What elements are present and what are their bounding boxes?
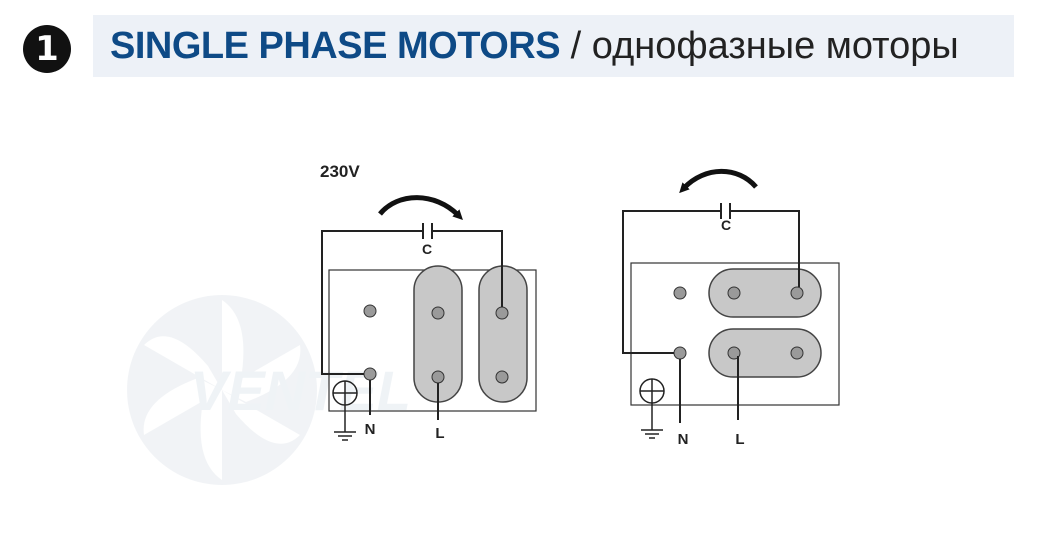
terminal-link-bridge [708,328,822,378]
ground-symbol-icon [332,380,358,441]
neutral-label: N [365,421,376,438]
ventel-watermark-logo: VENTEL [127,295,411,485]
title-separator: / [570,25,582,67]
wiring-diagram-left: 230V C N [320,162,537,442]
terminal-post [727,286,741,300]
rotation-arrow-clockwise-icon [378,195,463,220]
wires [622,210,800,423]
svg-text:VENTEL: VENTEL [190,359,411,422]
terminal-link-bridge [478,265,528,403]
terminal-post [363,304,377,318]
terminal-post [431,306,445,320]
rotation-arrow-counterclockwise-icon [679,168,758,194]
terminal-post [495,306,509,320]
section-number-badge: 1 [23,25,71,73]
ground-symbol-icon [639,378,665,439]
header-title: SINGLE PHASE MOTORS / однофазные моторы [110,22,959,70]
terminal-post [431,370,445,384]
terminal-post [495,370,509,384]
terminal-post [673,346,687,360]
line-label: L [435,425,444,442]
terminal-box [630,262,840,406]
capacitor-label: C [721,217,731,233]
capacitor-label: C [422,241,432,257]
title-english: SINGLE PHASE MOTORS [110,25,561,67]
capacitor-symbol [422,223,433,239]
title-russian: однофазные моторы [591,25,959,67]
terminal-post [363,367,377,381]
header-bar [93,15,1014,77]
terminal-link-bridge [708,268,822,318]
neutral-label: N [678,431,689,448]
line-label: L [735,431,744,448]
wires [321,230,503,420]
terminal-post [673,286,687,300]
terminal-post [790,346,804,360]
terminal-link-bridge [413,265,463,403]
voltage-label: 230V [320,162,360,181]
wiring-diagram-right: C N L [622,168,840,448]
terminal-post [790,286,804,300]
